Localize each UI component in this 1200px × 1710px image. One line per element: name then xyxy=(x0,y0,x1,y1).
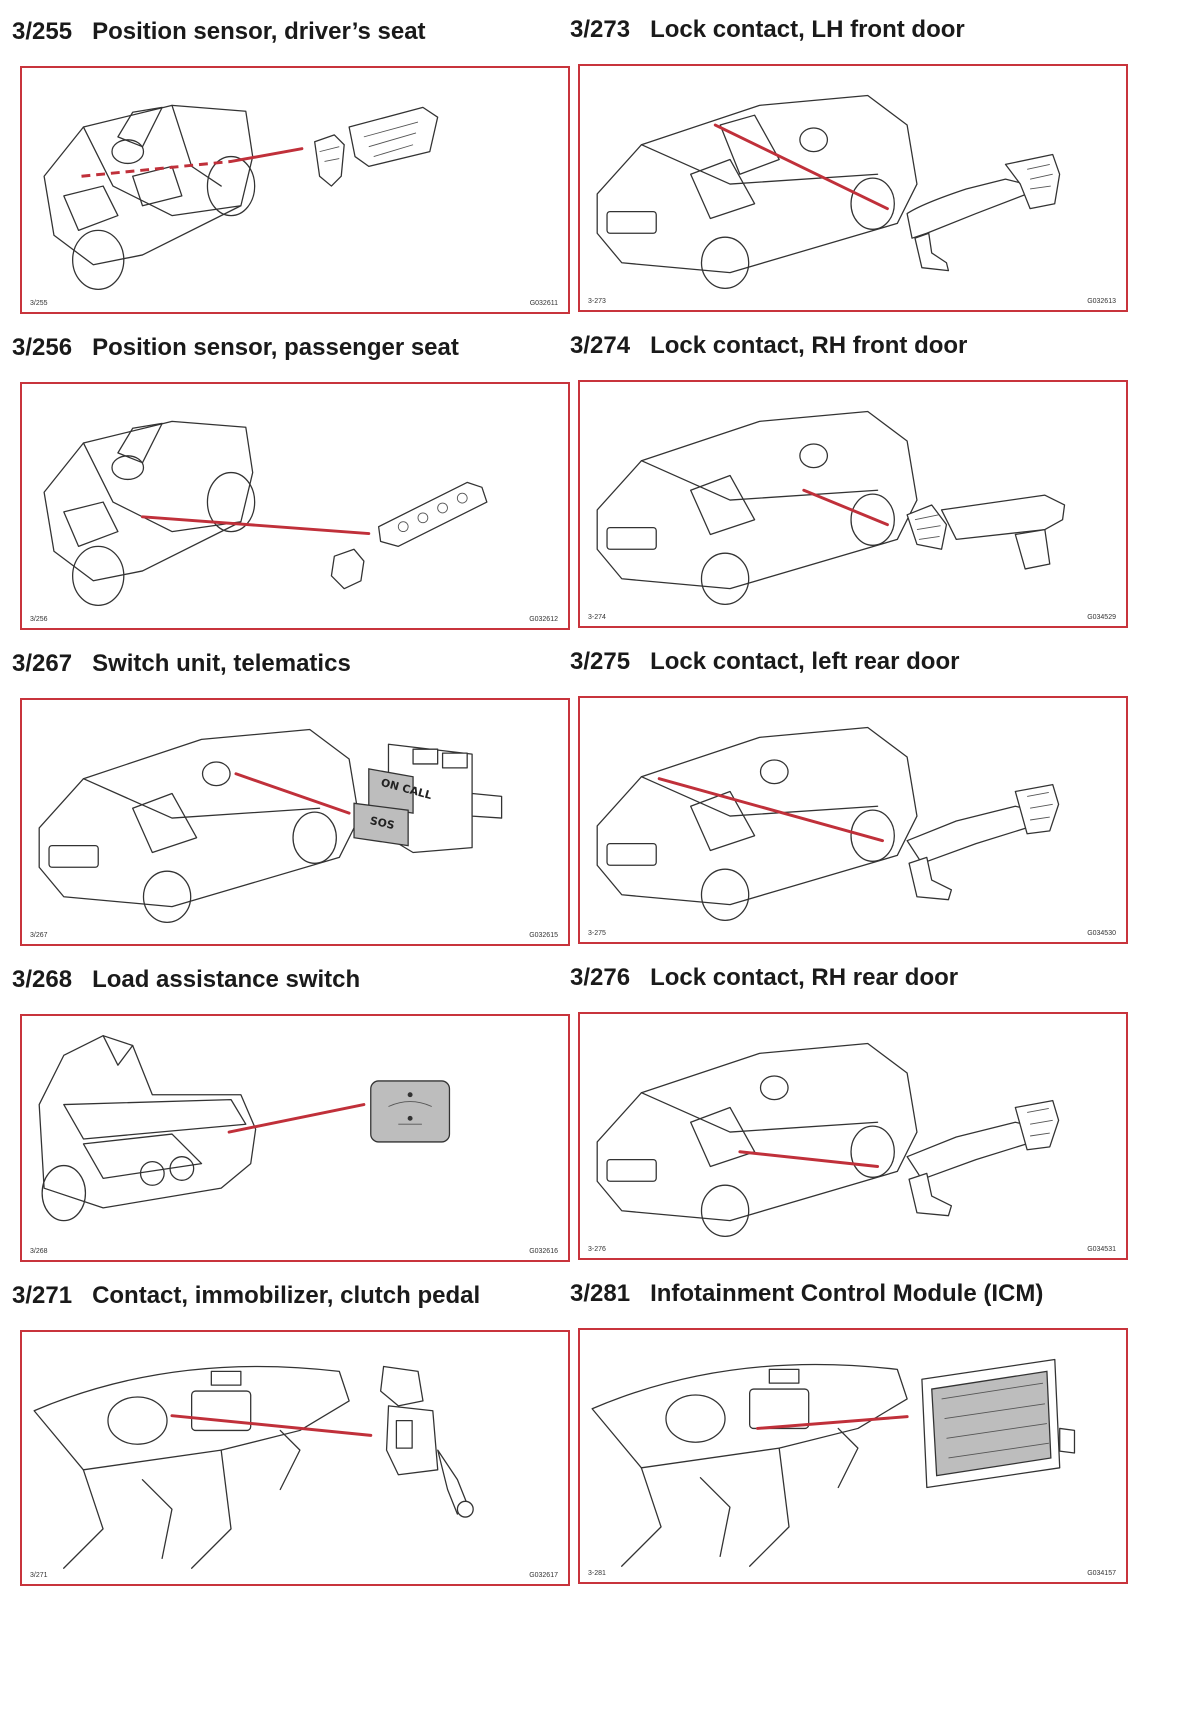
figure-ref-left: 3-276 xyxy=(588,1246,606,1253)
panel-title: 3/276 Lock contact, RH rear door xyxy=(570,964,958,992)
panel-title: 3/273 Lock contact, LH front door xyxy=(570,16,965,44)
panel-label: Lock contact, RH front door xyxy=(650,332,968,359)
illustration-frame: ON CALL SOS 3/267 G032615 xyxy=(20,698,570,946)
panel-title: 3/275 Lock contact, left rear door xyxy=(570,648,959,676)
illustration-frame: 3-275 G034530 xyxy=(578,696,1128,944)
figure-ref-right: G034530 xyxy=(1087,930,1116,937)
figure-ref-right: G032611 xyxy=(529,300,558,307)
car-front-door-lock-illustration xyxy=(596,94,1061,289)
figure-ref-left: 3-275 xyxy=(588,930,606,937)
illustration-frame: 3-274 G034529 xyxy=(578,380,1128,628)
figure-ref-right: G032615 xyxy=(529,932,558,939)
illustration-frame: 3-273 G032613 xyxy=(578,64,1128,312)
figure-ref-left: 3/256 xyxy=(30,616,48,623)
panel-title: 3/267 Switch unit, telematics xyxy=(12,650,351,678)
panel-title: 3/281 Infotainment Control Module (ICM) xyxy=(570,1280,1043,1308)
panel-code: 3/268 xyxy=(12,966,73,993)
panel-label: Infotainment Control Module (ICM) xyxy=(650,1280,1044,1307)
car-telematics-switch-illustration: ON CALL SOS xyxy=(38,728,503,923)
panel-label: Lock contact, left rear door xyxy=(650,648,960,675)
dashboard-clutch-pedal-illustration xyxy=(33,1365,474,1569)
panel-code: 3/267 xyxy=(12,650,73,677)
panel-label: Position sensor, driver’s seat xyxy=(92,18,426,45)
car-seat-sensor-illustration xyxy=(43,104,439,291)
figure-ref-left: 3/268 xyxy=(30,1248,48,1255)
panel-label: Lock contact, LH front door xyxy=(650,16,965,43)
panel-label: Load assistance switch xyxy=(92,966,361,993)
panel-code: 3/256 xyxy=(12,334,73,361)
figure-ref-left: 3-273 xyxy=(588,298,606,305)
illustration-frame: 3-276 G034531 xyxy=(578,1012,1128,1260)
figure-ref-right: G032617 xyxy=(529,1572,558,1579)
illustration-frame: 3-281 G034157 xyxy=(578,1328,1128,1584)
panel-label: Switch unit, telematics xyxy=(92,650,351,677)
illustration-frame: 3/256 G032612 xyxy=(20,382,570,630)
panel-code: 3/255 xyxy=(12,18,73,45)
panel-code: 3/271 xyxy=(12,1282,73,1309)
figure-ref-left: 3/271 xyxy=(30,1572,48,1579)
panel-title: 3/271 Contact, immobilizer, clutch pedal xyxy=(12,1282,480,1310)
panel-code: 3/281 xyxy=(570,1280,631,1307)
car-passenger-seat-sensor-illustration xyxy=(43,420,488,607)
car-rh-rear-door-lock-illustration xyxy=(596,1042,1060,1237)
panel-label: Contact, immobilizer, clutch pedal xyxy=(92,1282,481,1309)
illustration-frame: 3/271 G032617 xyxy=(20,1330,570,1586)
panel-title: 3/268 Load assistance switch xyxy=(12,966,360,994)
panel-code: 3/274 xyxy=(570,332,631,359)
figure-ref-left: 3-274 xyxy=(588,614,606,621)
sos-label: SOS xyxy=(369,814,396,832)
panel-label: Lock contact, RH rear door xyxy=(650,964,959,991)
panel-title: 3/256 Position sensor, passenger seat xyxy=(12,334,459,362)
figure-ref-left: 3/255 xyxy=(30,300,48,307)
panel-title: 3/274 Lock contact, RH front door xyxy=(570,332,967,360)
figure-ref-right: G032613 xyxy=(1087,298,1116,305)
panel-code: 3/273 xyxy=(570,16,631,43)
panel-code: 3/276 xyxy=(570,964,631,991)
panel-title: 3/255 Position sensor, driver’s seat xyxy=(12,18,426,46)
panel-label: Position sensor, passenger seat xyxy=(92,334,459,361)
car-left-rear-door-lock-illustration xyxy=(596,726,1060,921)
illustration-frame: 3/255 G032611 xyxy=(20,66,570,314)
figure-ref-right: G034529 xyxy=(1087,614,1116,621)
figure-ref-right: G034157 xyxy=(1087,1570,1116,1577)
figure-ref-left: 3/267 xyxy=(30,932,48,939)
figure-ref-right: G032612 xyxy=(529,616,558,623)
dashboard-icm-module-illustration xyxy=(591,1358,1076,1567)
car-trunk-load-switch-illustration xyxy=(38,1035,451,1222)
figure-ref-right: G032616 xyxy=(529,1248,558,1255)
car-rh-front-door-lock-illustration xyxy=(596,410,1066,605)
panel-code: 3/275 xyxy=(570,648,631,675)
figure-ref-left: 3-281 xyxy=(588,1570,606,1577)
illustration-frame: 3/268 G032616 xyxy=(20,1014,570,1262)
figure-ref-right: G034531 xyxy=(1087,1246,1116,1253)
